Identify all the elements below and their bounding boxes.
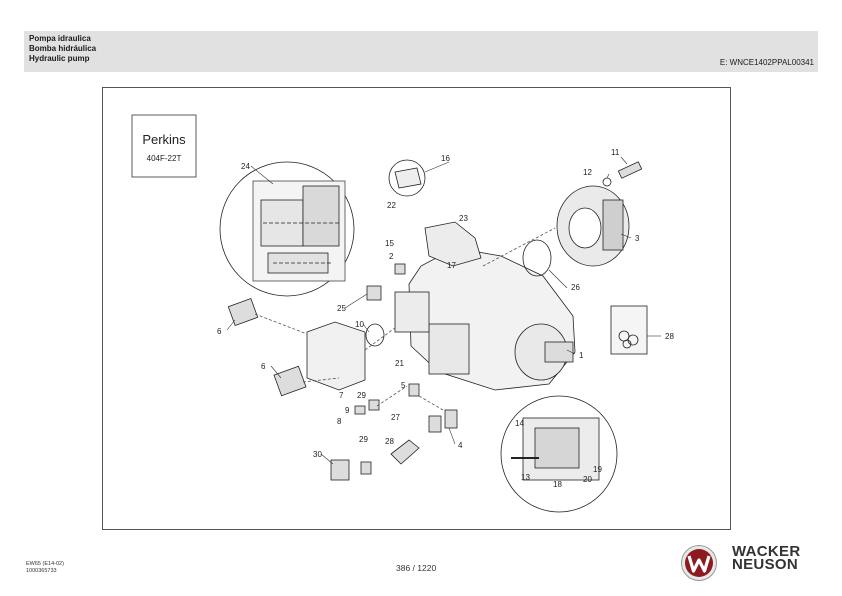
callout-29b: 29 <box>359 435 368 444</box>
fitting-28 <box>390 439 420 465</box>
callout-14: 14 <box>515 419 524 428</box>
bolt-11 <box>602 161 643 187</box>
part-number: 1000365733 <box>26 568 57 574</box>
brand-line-1: WACKER <box>732 543 801 560</box>
fitting-4 <box>444 409 458 429</box>
fitting-2 <box>394 263 406 275</box>
callout-11: 11 <box>611 148 620 157</box>
callout-2: 2 <box>389 252 394 261</box>
callout-6b: 6 <box>261 362 266 371</box>
port-block <box>227 297 366 397</box>
model-code: EW65 (E14-02) <box>26 561 64 567</box>
fitting-5 <box>408 383 420 397</box>
wacker-neuson-logo: WACKER NEUSON <box>680 542 820 582</box>
title-italian: Pompa idraulica <box>29 34 91 43</box>
callout-27: 27 <box>391 413 400 422</box>
fitting-8 <box>354 405 366 415</box>
callout-30: 30 <box>313 450 322 459</box>
fitting-25 <box>366 285 382 301</box>
engine-model: 404F-22T <box>147 154 182 163</box>
callout-1: 1 <box>579 351 584 360</box>
title-english: Hydraulic pump <box>29 54 90 63</box>
page-header: Pompa idraulica Bomba hidráulica Hydraul… <box>24 31 818 72</box>
callout-21: 21 <box>395 359 404 368</box>
engine-brand: Perkins <box>142 132 186 147</box>
callout-9: 9 <box>345 406 350 415</box>
engine-label-box: Perkins 404F-22T <box>131 114 197 178</box>
leader-lines <box>226 156 661 465</box>
callout-6a: 6 <box>217 327 222 336</box>
brand-wordmark: WACKER NEUSON <box>732 543 801 573</box>
fitting-27 <box>428 415 442 433</box>
callout-7: 7 <box>339 391 344 400</box>
seal-kit-28 <box>610 305 648 355</box>
callout-28b: 28 <box>385 437 394 446</box>
callout-24: 24 <box>241 162 250 171</box>
callout-15: 15 <box>385 239 394 248</box>
wacker-neuson-logo-icon <box>681 545 717 581</box>
callout-5: 5 <box>401 381 406 390</box>
callout-17: 17 <box>447 261 456 270</box>
header-titles: Pompa idraulica Bomba hidráulica Hydraul… <box>29 34 96 64</box>
callout-19: 19 <box>593 465 602 474</box>
callout-25: 25 <box>337 304 346 313</box>
callout-22: 22 <box>387 201 396 210</box>
fitting-29 <box>360 461 372 475</box>
detail-circle-16 <box>388 159 426 197</box>
callout-8: 8 <box>337 417 342 426</box>
callout-20: 20 <box>583 475 592 484</box>
callout-28a: 28 <box>665 332 674 341</box>
callout-29a: 29 <box>357 391 366 400</box>
footer-model-info: EW65 (E14-02) 1000365733 <box>26 561 64 575</box>
fitting-30 <box>330 459 350 481</box>
fitting-9 <box>368 399 380 411</box>
o-ring-10 <box>365 323 385 347</box>
callout-23: 23 <box>459 214 468 223</box>
callout-13: 13 <box>521 473 530 482</box>
detail-circle-24 <box>219 161 355 297</box>
pump-body <box>394 221 576 391</box>
document-reference: E: WNCE1402PPAL00341 <box>719 58 814 67</box>
callout-3: 3 <box>635 234 640 243</box>
callout-numbers: 1 2 3 4 5 6 6 7 8 9 10 11 12 13 14 15 16… <box>217 148 674 489</box>
callout-10: 10 <box>355 320 364 329</box>
page-number: 386 / 1220 <box>396 563 437 573</box>
assembly-lines <box>254 227 556 411</box>
callout-4: 4 <box>458 441 463 450</box>
exploded-diagram-frame: Perkins 404F-22T <box>102 87 731 530</box>
hydraulic-pump-exploded-diagram: Perkins 404F-22T <box>131 114 674 513</box>
title-spanish: Bomba hidráulica <box>29 44 97 53</box>
brand-line-2: NEUSON <box>732 556 798 573</box>
callout-18: 18 <box>553 480 562 489</box>
callout-16: 16 <box>441 154 450 163</box>
o-ring-26 <box>522 239 552 277</box>
callout-26: 26 <box>571 283 580 292</box>
flange-3 <box>556 185 630 267</box>
detail-circle-bottom <box>500 395 618 513</box>
callout-12: 12 <box>583 168 592 177</box>
